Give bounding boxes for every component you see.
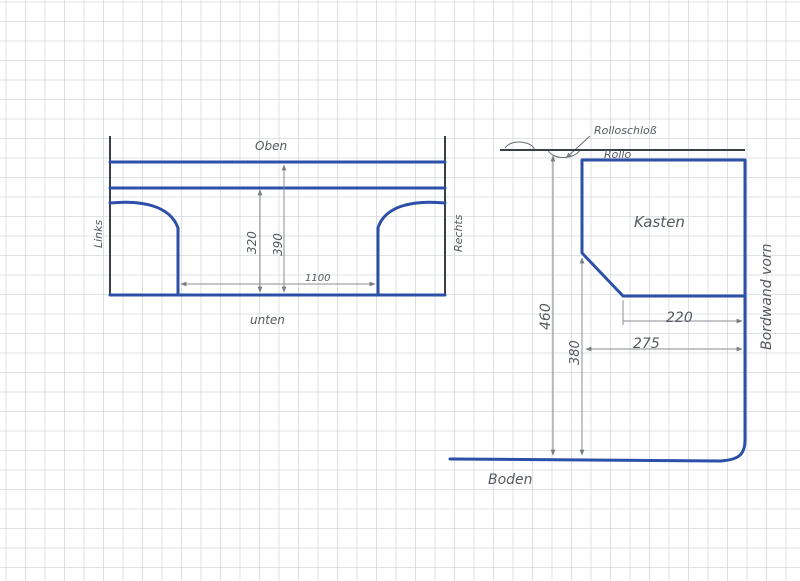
roller-lock-bump <box>504 141 535 150</box>
label-kasten: Kasten <box>634 213 685 231</box>
label-bordwand-vorn: Bordwand vorn <box>759 243 775 350</box>
label-boden: Boden <box>488 472 533 488</box>
wall-floor-outline <box>448 294 747 463</box>
front-view: Oben unten Links Rechts 320 390 1100 <box>92 136 465 327</box>
label-rollo: Rollo <box>604 148 631 161</box>
label-rechts: Rechts <box>452 214 465 252</box>
dim-275-label: 275 <box>633 336 660 352</box>
dim-1100-label: 1100 <box>305 273 330 284</box>
left-arch-line <box>108 200 180 297</box>
dim-380-label: 380 <box>568 340 583 365</box>
right-arch-line <box>376 200 447 297</box>
box-outline <box>580 158 747 298</box>
label-oben: Oben <box>255 139 287 153</box>
label-links: Links <box>92 219 105 248</box>
dim-220-label: 220 <box>666 310 693 326</box>
roller-lock-curve <box>547 149 581 158</box>
dim-320-label: 320 <box>245 231 259 254</box>
side-view: Rolloschloß Rollo Kasten Bordwand vorn B… <box>448 124 775 488</box>
label-unten: unten <box>250 313 285 327</box>
roller-lock-pointer <box>565 135 591 159</box>
dim-460-label: 460 <box>538 303 554 330</box>
dim-390-label: 390 <box>271 233 285 256</box>
label-rolloschloss: Rolloschloß <box>594 124 657 137</box>
